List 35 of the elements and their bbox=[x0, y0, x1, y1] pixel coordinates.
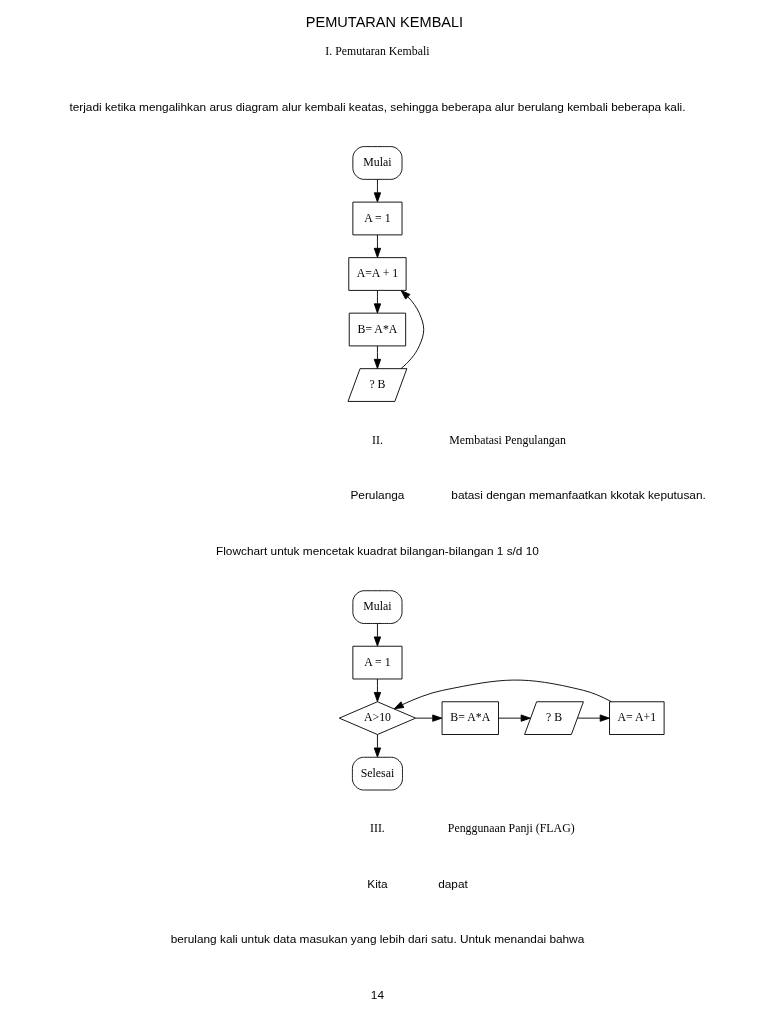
arrow bbox=[393, 679, 612, 710]
arrow bbox=[414, 714, 442, 722]
arrow bbox=[373, 345, 381, 369]
node-box: A = 1 bbox=[351, 645, 402, 680]
arrow bbox=[373, 678, 381, 702]
label: Kita bbox=[366, 876, 388, 891]
arrow bbox=[373, 734, 381, 758]
diagram-title: PEMUTARAN KEMBALI bbox=[305, 14, 463, 31]
label: Membatasi Pengulangan bbox=[448, 432, 566, 447]
arrow bbox=[576, 714, 610, 722]
node-box: Selesai bbox=[351, 756, 403, 791]
label: terjadi ketika mengalihkan arus diagram alur kembali keatas, sehingga beberapa alur berulang kembali beberapa kali. bbox=[68, 99, 685, 114]
label: Flowchart untuk mencetak kuadrat bilangan-bilangan 1 s/d 10 bbox=[215, 543, 539, 558]
node-box: A = 1 bbox=[351, 201, 402, 236]
label: berulang kali untuk data masukan yang lebih dari satu. Untuk menandai bahwa bbox=[170, 932, 584, 947]
label: II. bbox=[371, 432, 383, 447]
node-box: A= A+1 bbox=[608, 701, 665, 735]
arrow bbox=[373, 178, 381, 203]
node-box: A=A + 1 bbox=[347, 257, 407, 291]
arrow bbox=[373, 290, 381, 314]
node-box: Mulai bbox=[351, 146, 402, 180]
label: Perulanga bbox=[349, 488, 404, 503]
label: I. Pemutaran Kembali bbox=[324, 44, 430, 59]
label: 14 bbox=[370, 987, 384, 1002]
node-box: Mulai bbox=[351, 590, 402, 624]
label: batasi dengan memanfaatkan kkotak keputusan. bbox=[450, 488, 706, 503]
arrow bbox=[497, 714, 531, 722]
label: III. bbox=[369, 821, 385, 836]
node-box: B= A*A bbox=[441, 701, 499, 735]
arrow bbox=[373, 234, 381, 258]
label: dapat bbox=[437, 876, 468, 891]
arrow bbox=[400, 290, 424, 369]
label: Penggunaan Panji (FLAG) bbox=[447, 821, 575, 836]
node-box: B= A*A bbox=[348, 312, 406, 347]
arrow bbox=[373, 623, 381, 647]
